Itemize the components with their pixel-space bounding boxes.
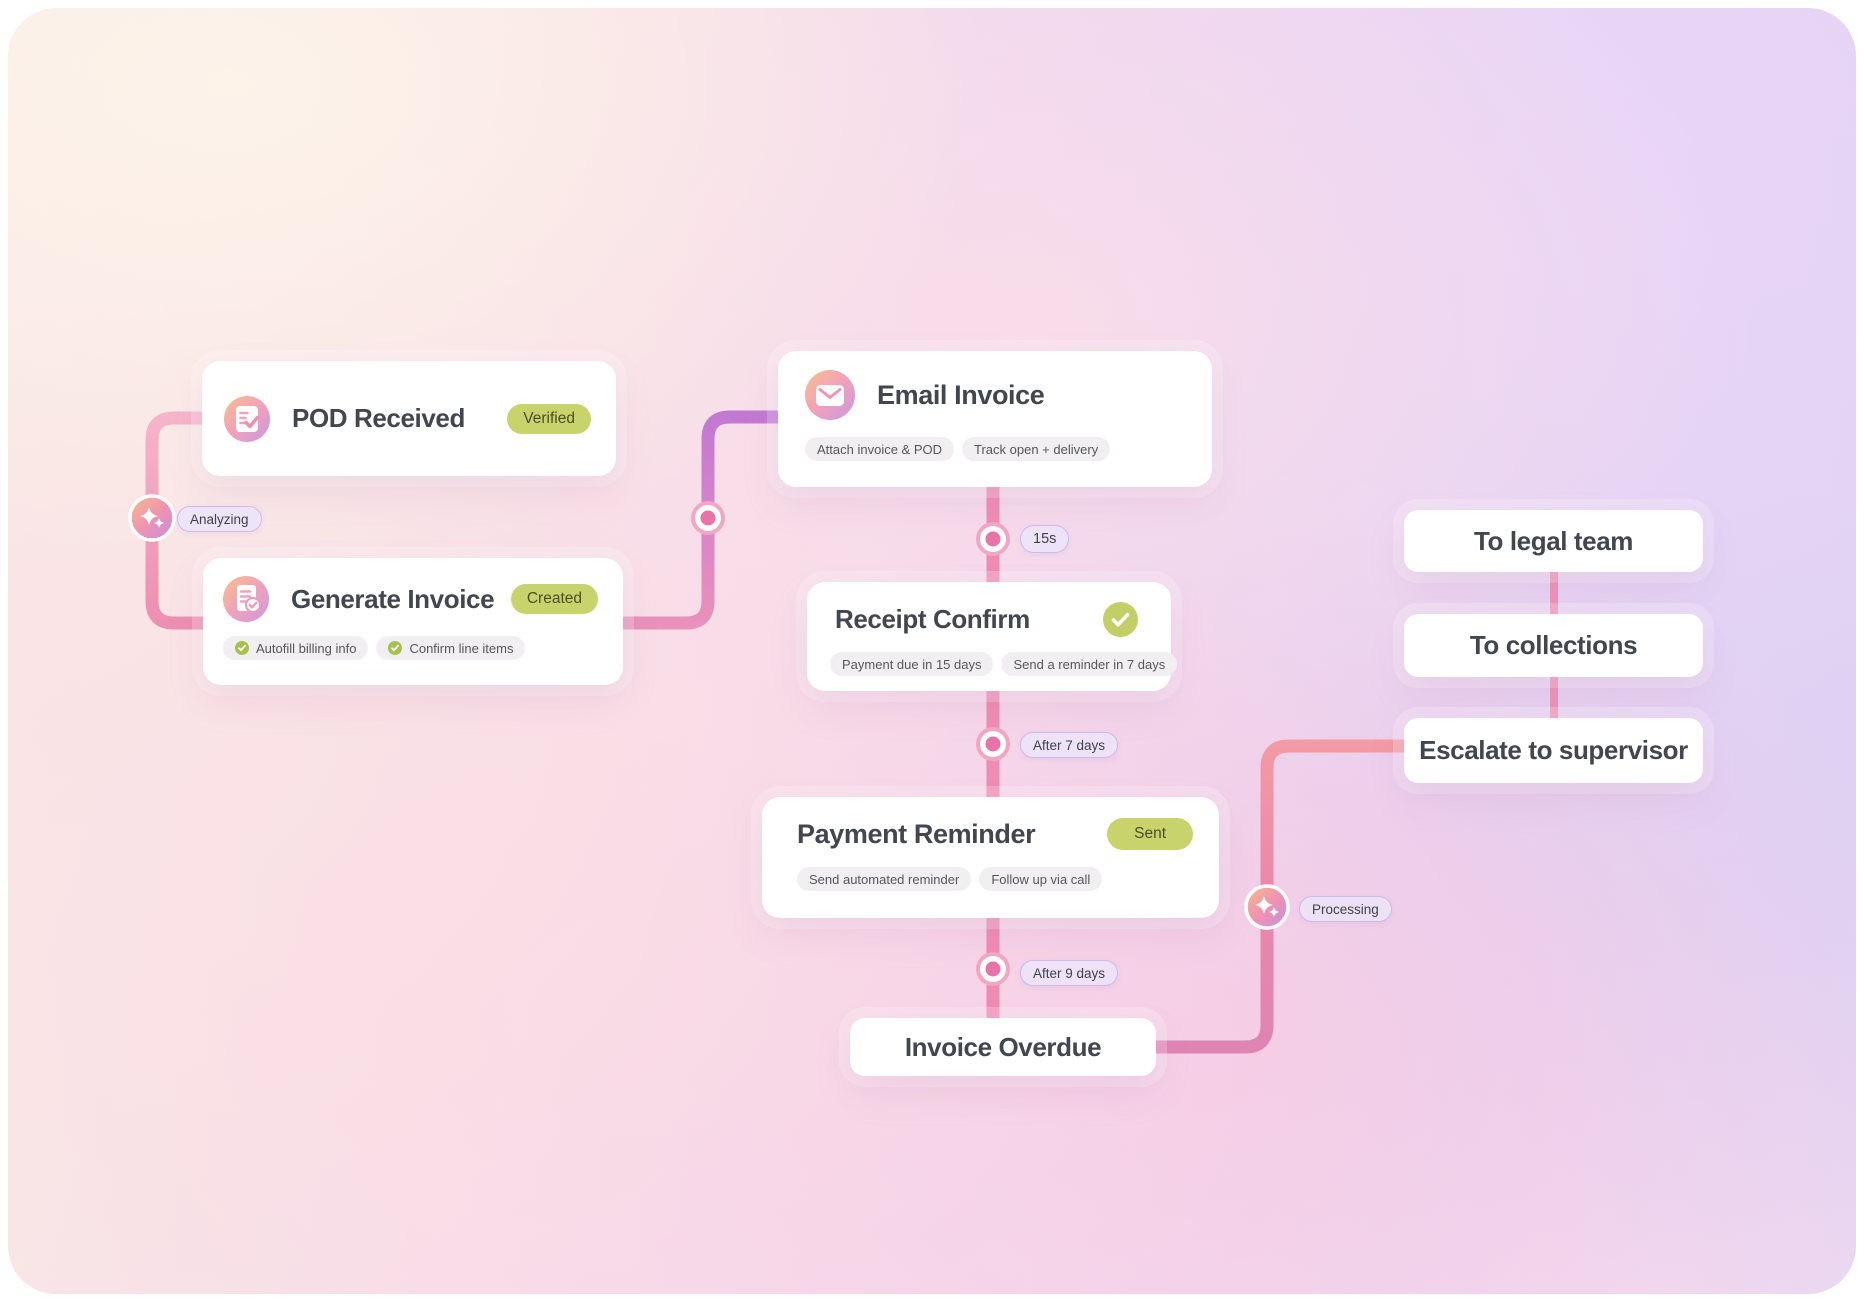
node-card-receipt-confirm[interactable]: Receipt Confirm Payment due in 15 days S… — [807, 582, 1178, 691]
card-title: Escalate to supervisor — [1419, 735, 1688, 765]
connector-label-analyzing: Analyzing — [177, 506, 262, 532]
card-title: Email Invoice — [877, 379, 1045, 410]
card-title: To collections — [1469, 630, 1638, 660]
status-badge-created: Created — [510, 584, 598, 614]
task-chip: Confirm line items — [376, 636, 526, 660]
node-card-invoice-overdue[interactable]: Invoice Overdue — [850, 1018, 1156, 1076]
connector-label-15s: 15s — [1020, 525, 1070, 553]
card-title: POD Received — [292, 403, 465, 433]
invoice-document-icon — [223, 576, 269, 622]
node-card-to-legal-team[interactable]: To legal team — [1404, 510, 1703, 572]
connector-label-processing: Processing — [1299, 896, 1392, 922]
node-card-pod-received[interactable]: POD Received Verified — [202, 361, 616, 476]
card-title: To legal team — [1473, 525, 1634, 556]
task-chip: Follow up via call — [979, 867, 1103, 891]
check-circle-icon — [1103, 602, 1138, 637]
task-chip: Payment due in 15 days — [830, 652, 994, 676]
sparkles-icon — [1244, 884, 1290, 930]
node-card-payment-reminder[interactable]: Payment Reminder Sent Send automated rem… — [762, 797, 1219, 918]
check-circle-icon — [235, 641, 249, 655]
node-card-to-collections[interactable]: To collections — [1404, 614, 1703, 677]
task-chip: Autofill billing info — [223, 636, 369, 660]
card-title: Receipt Confirm — [835, 604, 1030, 634]
workflow-canvas: POD Received Verified Generate Invoice C… — [8, 8, 1856, 1294]
status-badge-verified: Verified — [507, 403, 591, 434]
connector-label-after-9-days: After 9 days — [1020, 960, 1119, 986]
wire-node-dot — [691, 501, 725, 535]
card-title: Invoice Overdue — [904, 1031, 1102, 1062]
node-card-escalate-to-supervisor[interactable]: Escalate to supervisor — [1404, 718, 1703, 783]
envelope-icon — [805, 370, 855, 420]
task-chip: Send a reminder in 7 days — [1001, 652, 1178, 676]
connector-wires — [128, 410, 1558, 1054]
sparkles-icon — [128, 494, 176, 542]
card-title: Generate Invoice — [291, 583, 495, 614]
wire-node-dot — [976, 727, 1010, 761]
wire-node-dot — [976, 952, 1010, 986]
checklist-icon — [224, 395, 270, 442]
task-chip: Track open + delivery — [962, 437, 1111, 461]
connector-label-after-7-days: After 7 days — [1020, 732, 1119, 758]
status-badge-sent: Sent — [1107, 818, 1193, 850]
card-title: Payment Reminder — [797, 818, 1036, 849]
check-circle-icon — [388, 641, 403, 655]
task-chip: Send automated reminder — [797, 867, 972, 891]
wire-node-dot — [976, 522, 1010, 556]
task-chip: Attach invoice & POD — [805, 437, 954, 461]
node-card-email-invoice[interactable]: Email Invoice Attach invoice & POD Track… — [778, 351, 1212, 487]
node-card-generate-invoice[interactable]: Generate Invoice Created Autofill billin… — [203, 558, 623, 685]
